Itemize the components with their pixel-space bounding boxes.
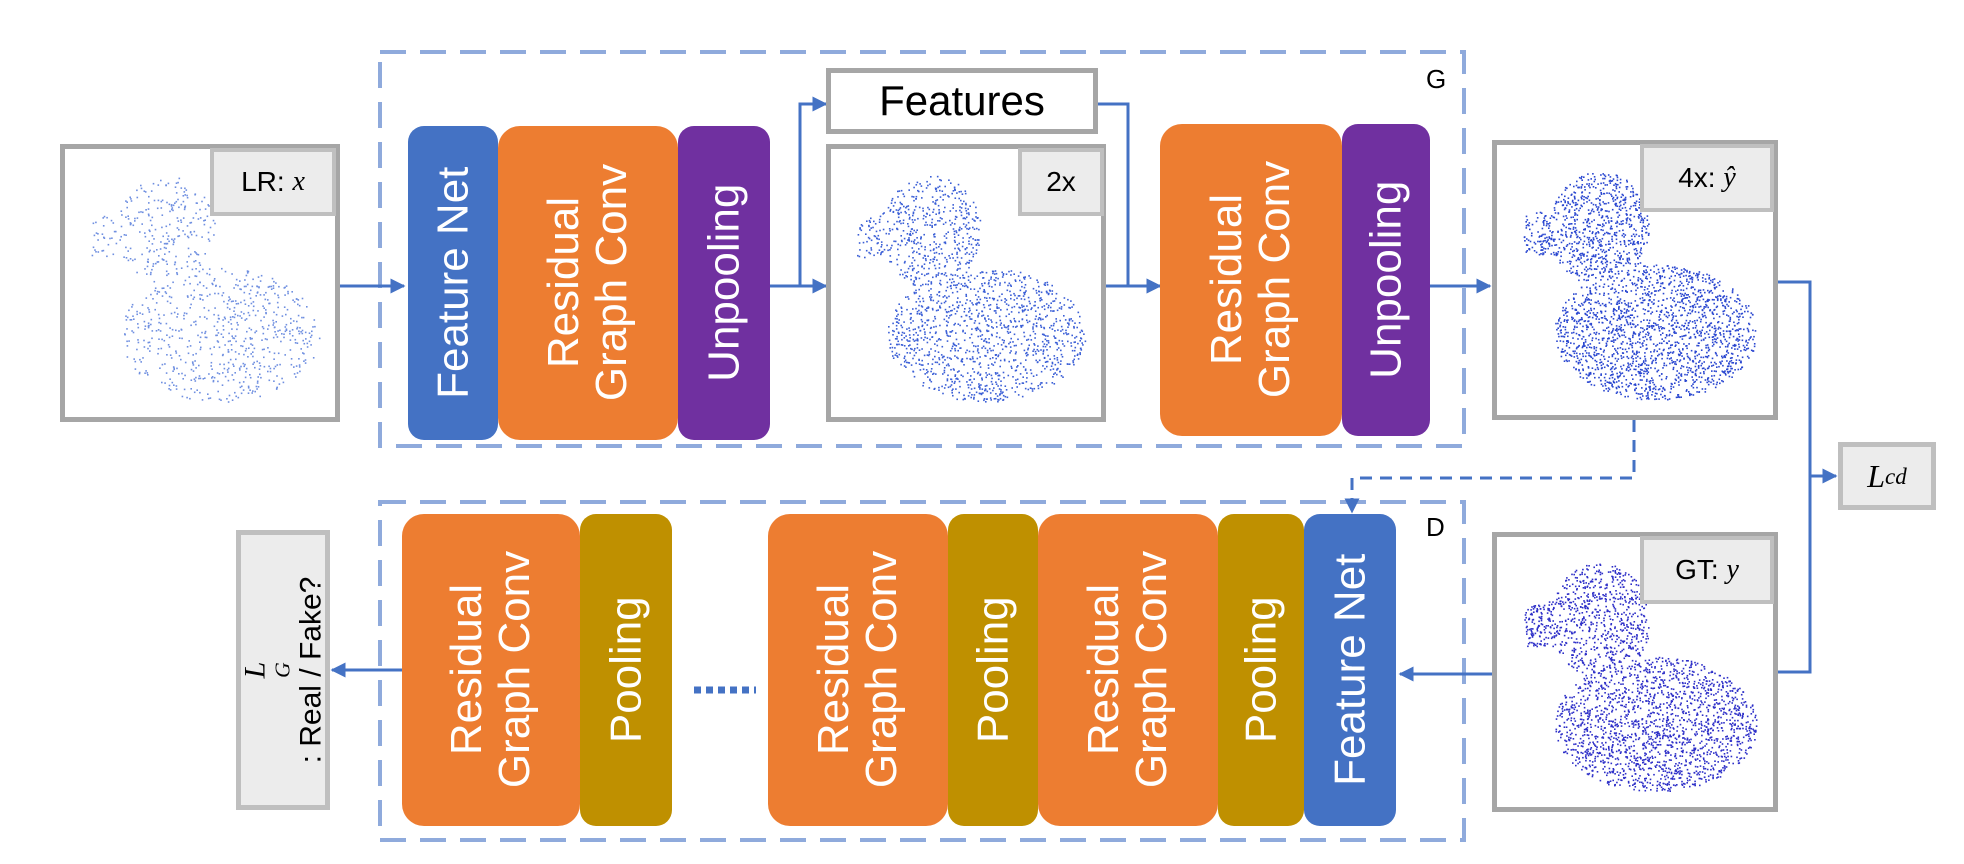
point-cloud-4x xyxy=(1523,173,1757,401)
g-unpooling-2-label: Unpooling xyxy=(1361,180,1411,380)
d-pooling-2-label: Pooling xyxy=(968,596,1018,744)
d-residual-3-line1: Residual xyxy=(1079,584,1129,756)
lr-tag: LR: x xyxy=(210,148,336,216)
d-residual-1-line1: Residual xyxy=(442,584,492,756)
d-residual-1-line2: Graph Conv xyxy=(490,551,540,789)
gt-tag-math: y xyxy=(1726,554,1739,585)
g-unpooling-1-label: Unpooling xyxy=(699,183,749,383)
4x-tag-math: ŷ xyxy=(1723,162,1736,193)
loss-g-text: : Real / Fake? xyxy=(293,576,327,764)
arrow-4x-to-loss-cd xyxy=(1776,280,1838,484)
d-feature-net-block: Feature Net xyxy=(1304,514,1396,826)
generator-boundary xyxy=(378,50,1466,448)
d-residual-2-line2: Graph Conv xyxy=(857,551,907,789)
d-pooling-block-1: Pooling xyxy=(580,514,672,826)
loss-g-base: L xyxy=(237,661,271,679)
d-pooling-block-2: Pooling xyxy=(948,514,1038,826)
4x-panel xyxy=(1492,140,1778,420)
g-unpooling-block-2: Unpooling xyxy=(1342,124,1430,436)
g-feature-net-block: Feature Net xyxy=(408,126,498,440)
arrow-gt-to-loss-cd xyxy=(1776,476,1812,674)
lr-tag-math: x xyxy=(292,166,305,197)
arrow-unpooling-to-features xyxy=(798,96,828,286)
d-pooling-1-label: Pooling xyxy=(601,596,651,744)
2x-panel xyxy=(826,144,1106,422)
g-residual-2-line2: Graph Conv xyxy=(1250,161,1300,399)
g-unpooling-block-1: Unpooling xyxy=(678,126,770,440)
4x-tag: 4x: ŷ xyxy=(1640,144,1774,212)
point-cloud-2x xyxy=(857,175,1087,403)
point-cloud-lr xyxy=(91,177,321,403)
g-residual-1-line1: Residual xyxy=(539,197,589,369)
generator-label: G xyxy=(1426,64,1447,94)
d-pooling-block-3: Pooling xyxy=(1218,514,1304,826)
4x-tag-prefix: 4x: xyxy=(1678,162,1716,193)
g-residual-1-line2: Graph Conv xyxy=(587,164,637,402)
loss-cd-base: L xyxy=(1867,457,1886,494)
d-feature-net-label: Feature Net xyxy=(1325,553,1375,787)
gt-tag: GT: y xyxy=(1640,536,1774,604)
features-label: Features xyxy=(879,77,1045,124)
arrow-features-to-residual xyxy=(1098,102,1162,294)
loss-g-sub: G xyxy=(270,662,295,678)
point-cloud-gt xyxy=(1524,563,1758,792)
d-residual-3-line2: Graph Conv xyxy=(1127,551,1177,789)
gt-panel xyxy=(1492,532,1778,812)
arrow-4x-to-discriminator xyxy=(1344,420,1636,514)
gt-tag-prefix: GT: xyxy=(1675,554,1719,585)
g-residual-2-line1: Residual xyxy=(1202,194,1252,366)
discriminator-label: D xyxy=(1426,512,1445,542)
lr-panel xyxy=(60,144,340,422)
d-pooling-3-label: Pooling xyxy=(1236,596,1286,744)
features-box: Features xyxy=(826,68,1098,134)
2x-tag: 2x xyxy=(1018,148,1104,216)
lr-tag-prefix: LR: xyxy=(241,166,285,197)
g-feature-net-label: Feature Net xyxy=(428,166,478,400)
discriminator-boundary xyxy=(378,500,1466,842)
2x-tag-label: 2x xyxy=(1046,166,1076,197)
d-residual-2-line1: Residual xyxy=(809,584,859,756)
loss-cd-sub: cd xyxy=(1885,462,1907,489)
